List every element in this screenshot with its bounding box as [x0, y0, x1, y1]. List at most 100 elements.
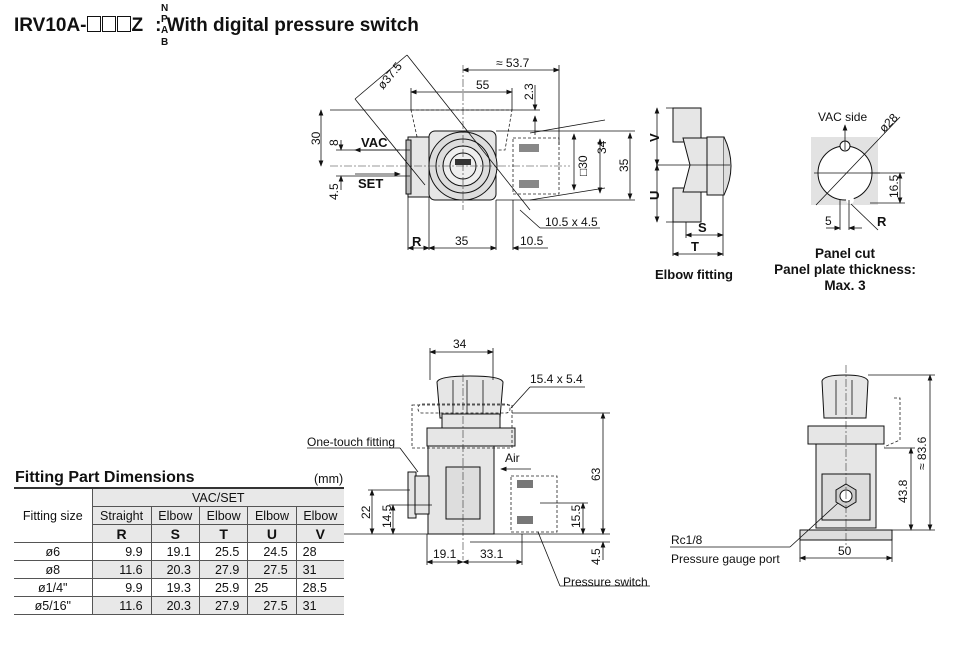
- elbow-caption: Elbow fitting: [655, 267, 733, 282]
- value-cell: 19.1: [150, 542, 200, 561]
- panel-cut-caption-line: Panel cut: [814, 246, 876, 261]
- dim-53-7: ≈ 53.7: [496, 56, 530, 70]
- table-row: ø5/16" 11.6 20.3 27.9 27.5 31: [14, 596, 344, 615]
- model-suffix: Z: [131, 15, 144, 36]
- elbow-s-label: S: [698, 220, 707, 235]
- letter-header: S: [150, 524, 200, 543]
- value-cell: 27.9: [198, 560, 248, 579]
- front-dim-15-5: 15.5: [569, 504, 583, 528]
- value-cell: 27.5: [247, 596, 297, 615]
- vac-side-label: VAC side: [818, 110, 867, 124]
- port-size-label: Rc1/8: [671, 533, 703, 547]
- value-cell: 20.3: [150, 560, 200, 579]
- variant-b: B: [161, 37, 169, 48]
- dim-10-5: 10.5: [520, 234, 544, 248]
- panel-diameter: ø28: [876, 110, 901, 135]
- value-cell: 27.5: [247, 560, 297, 579]
- letter-header: T: [198, 524, 248, 543]
- value-cell: 11.6: [91, 596, 152, 615]
- value-cell: 20.3: [150, 596, 200, 615]
- value-cell: 25.9: [198, 578, 248, 597]
- pressure-switch-label: Pressure switch: [563, 575, 648, 589]
- dim-35-bottom: 35: [455, 234, 469, 248]
- panel-cut-caption-line: Max. 3: [824, 278, 866, 293]
- value-cell: 31: [295, 596, 344, 615]
- front-dim-63: 63: [589, 467, 603, 481]
- front-dim-19-1: 19.1: [433, 547, 457, 561]
- side-dim-43-8: 43.8: [896, 479, 910, 503]
- letter-header: U: [247, 524, 297, 543]
- fitting-table-title: Fitting Part Dimensions: [15, 469, 195, 486]
- dim-diameter: ø37.5: [375, 59, 406, 92]
- fitting-table-unit: (mm): [314, 472, 344, 486]
- dim-30: 30: [309, 131, 323, 145]
- slot-label: 10.5 x 4.5: [545, 215, 598, 229]
- group-header: VAC/SET: [91, 487, 344, 507]
- type-header: Elbow: [198, 506, 248, 525]
- table-row: ø6 9.9 19.1 25.5 24.5 28: [14, 542, 344, 561]
- type-header: Elbow: [295, 506, 344, 525]
- one-touch-label: One-touch fitting: [307, 435, 395, 449]
- value-cell: 28: [295, 542, 344, 561]
- dim-55: 55: [476, 78, 490, 92]
- value-cell: 28.5: [295, 578, 344, 597]
- panel-cut-caption-line: Panel plate thickness:: [774, 262, 916, 277]
- type-header: Elbow: [247, 506, 297, 525]
- dim-r: R: [412, 234, 422, 249]
- fitting-size-cell: ø5/16": [14, 596, 93, 615]
- table-row: ø8 11.6 20.3 27.9 27.5 31: [14, 560, 344, 579]
- model-prefix: IRV10A-: [14, 15, 87, 36]
- variant-n: N: [161, 3, 169, 14]
- switch-display: [519, 144, 539, 152]
- value-cell: 9.9: [91, 578, 152, 597]
- lock-ring: [426, 427, 516, 447]
- placeholder-box: [116, 16, 131, 32]
- top-view-drawing: [318, 54, 635, 251]
- value-cell: 24.5: [247, 542, 297, 561]
- fitting-size-cell: ø6: [14, 542, 93, 561]
- value-cell: 25: [247, 578, 297, 597]
- front-slot-label: 15.4 x 5.4: [530, 372, 583, 386]
- switch-display: [519, 180, 539, 188]
- front-dim-22: 22: [359, 505, 373, 519]
- side-dim-83-6: ≈ 83.6: [915, 436, 929, 470]
- elbow-t-label: T: [691, 239, 699, 254]
- variant-p: P: [161, 14, 168, 25]
- title-description: : With digital pressure switch: [155, 15, 419, 36]
- panel-16-5: 16.5: [887, 174, 901, 198]
- front-view-drawing: [307, 348, 650, 587]
- value-cell: 27.9: [198, 596, 248, 615]
- dim-square-30: □30: [576, 155, 590, 176]
- value-cell: 11.6: [91, 560, 152, 579]
- panel-cut-caption: Panel cut Panel plate thickness: Max. 3: [760, 246, 930, 294]
- dim-8: 8: [327, 139, 341, 146]
- panel-r: R: [877, 214, 887, 229]
- side-view-drawing: [670, 365, 935, 562]
- dim-34: 34: [595, 140, 609, 154]
- port-label: Pressure gauge port: [671, 552, 780, 566]
- side-dim-50: 50: [838, 544, 852, 558]
- front-dim-4-5: 4.5: [589, 548, 603, 565]
- front-dim-14-5: 14.5: [380, 504, 394, 528]
- dim-4-5: 4.5: [327, 183, 341, 200]
- placeholder-box: [101, 16, 116, 32]
- panel-cut-drawing: [811, 116, 905, 231]
- type-header: Elbow: [150, 506, 200, 525]
- letter-header: V: [295, 524, 344, 543]
- dim-2-3: 2.3: [522, 83, 536, 100]
- value-cell: 9.9: [91, 542, 152, 561]
- fitting-dimensions-table: Fitting size VAC/SET Straight Elbow Elbo…: [14, 487, 344, 615]
- elbow-v-label: V: [647, 133, 662, 142]
- value-cell: 25.5: [198, 542, 248, 561]
- elbow-u-label: U: [647, 191, 662, 200]
- placeholder-box: [86, 16, 101, 32]
- panel-5: 5: [825, 214, 832, 228]
- elbow-lower: [672, 187, 702, 223]
- table-row: ø1/4" 9.9 19.3 25.9 25 28.5: [14, 578, 344, 597]
- fitting-size-cell: ø1/4": [14, 578, 93, 597]
- value-cell: 31: [295, 560, 344, 579]
- set-label: SET: [358, 176, 383, 191]
- elbow-upper: [672, 107, 702, 143]
- type-header: Straight: [91, 506, 152, 525]
